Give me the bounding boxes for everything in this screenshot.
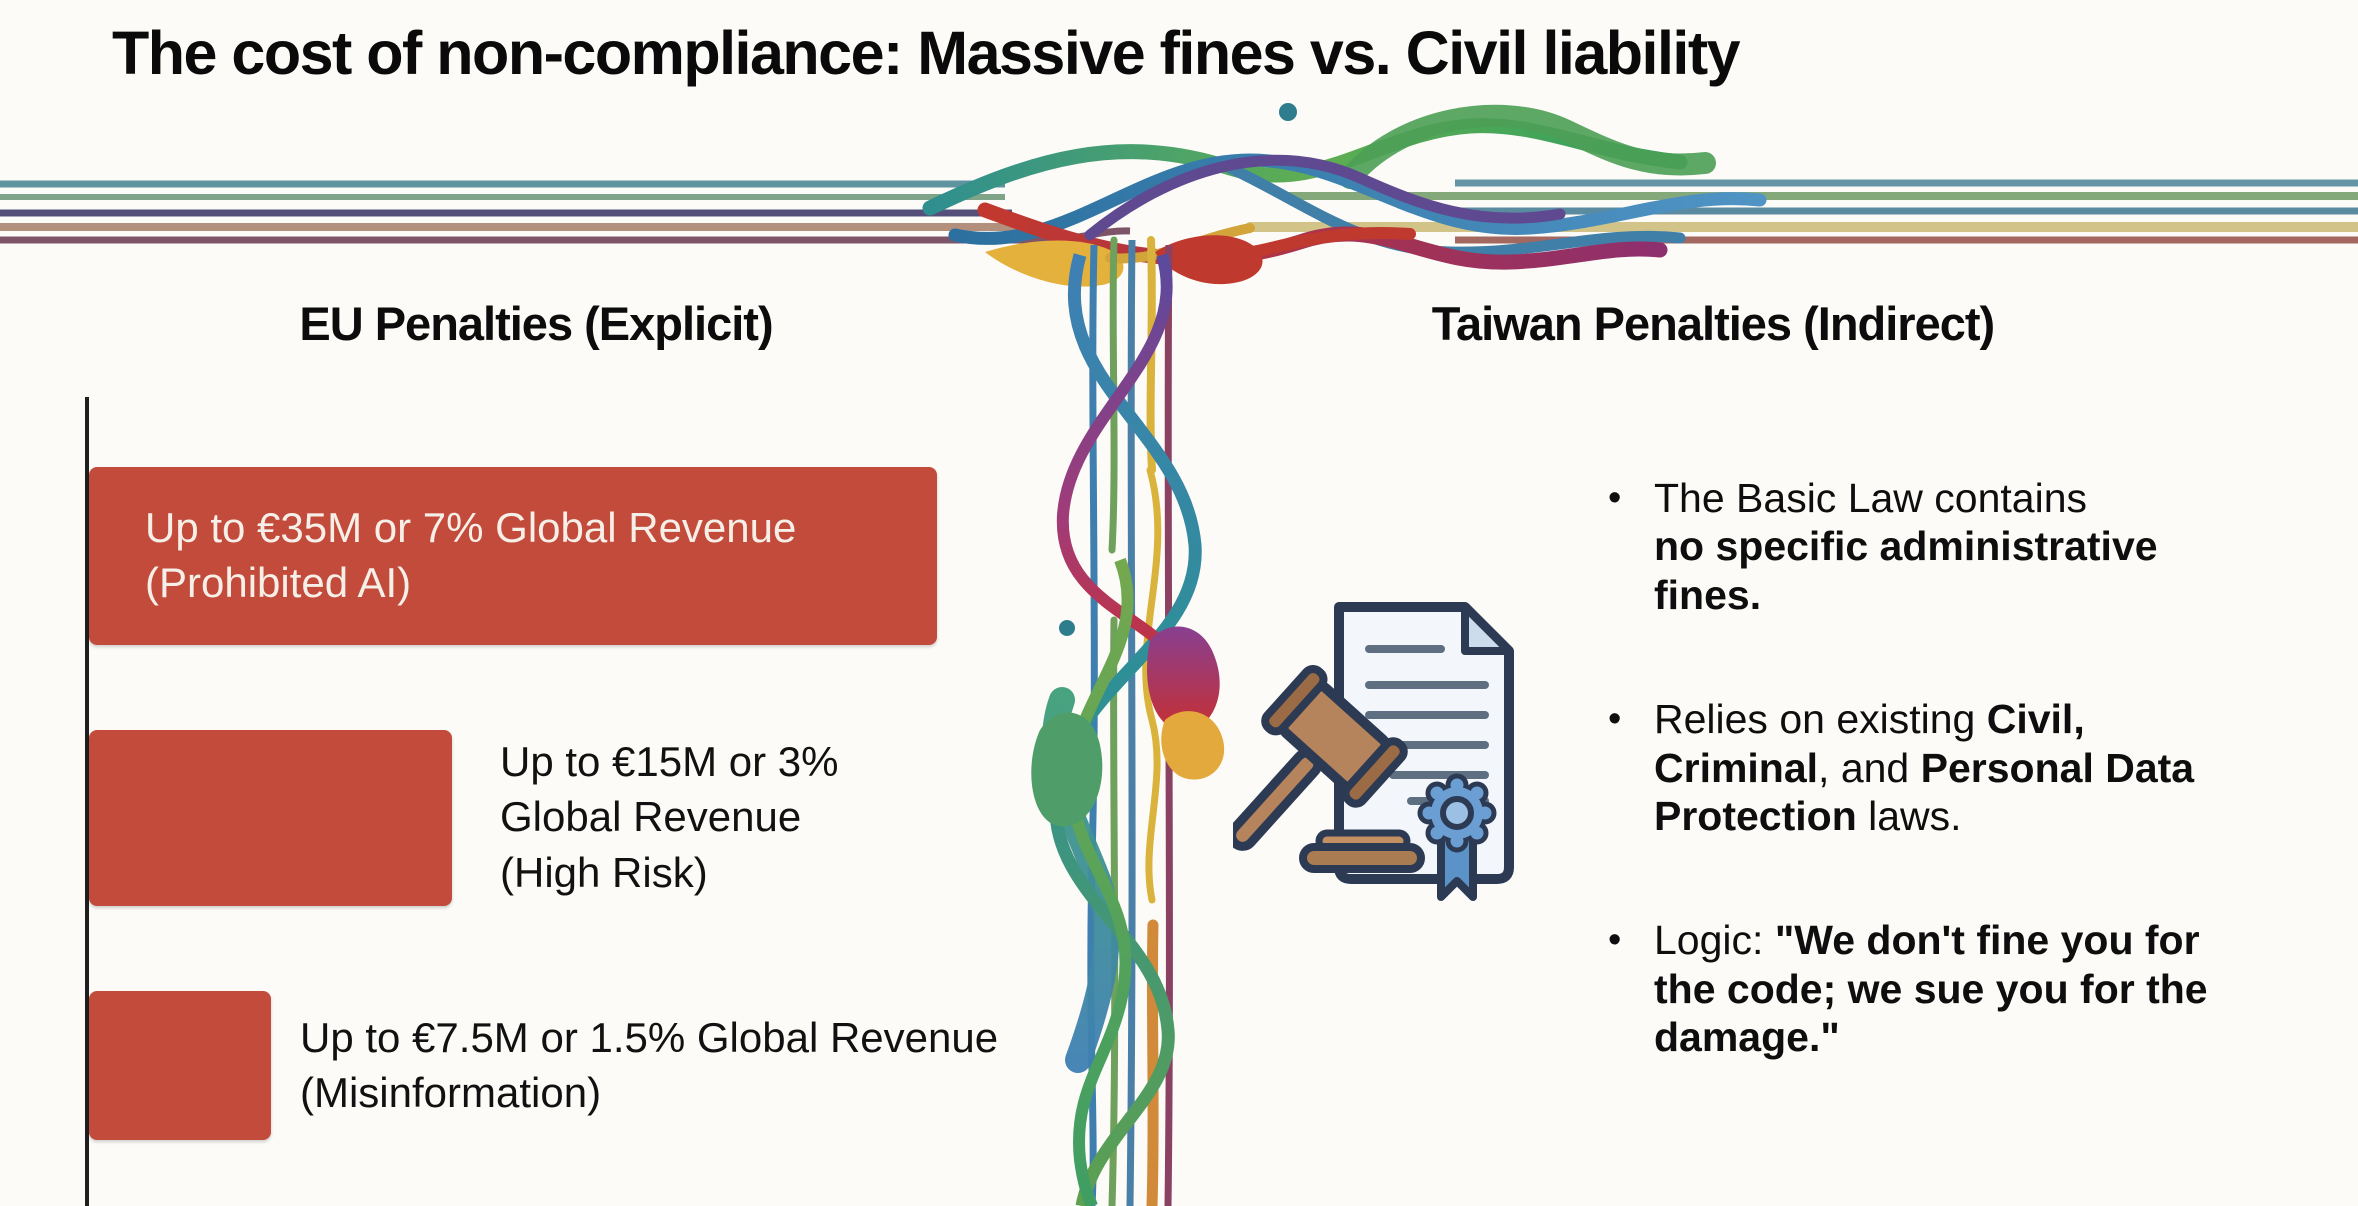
eu-penalties-header: EU Penalties (Explicit) [299, 297, 773, 350]
list-item: • Logic: "We don't fine you for the code… [1608, 916, 2258, 1061]
gavel-document-icon [1233, 602, 1514, 901]
taiwan-penalties-list: • The Basic Law contains no specific adm… [1608, 474, 2258, 1137]
bar-prohibited-ai: Up to €35M or 7% Global Revenue (Prohibi… [89, 467, 937, 645]
chart-y-axis [85, 397, 89, 1206]
list-item: • The Basic Law contains no specific adm… [1608, 474, 2258, 619]
bar-misinformation [89, 991, 271, 1140]
bullet-icon: • [1608, 698, 1622, 741]
bullet-icon: • [1608, 477, 1622, 519]
taiwan-penalties-header: Taiwan Penalties (Indirect) [1431, 297, 1995, 350]
bar-high-risk [89, 730, 452, 906]
bullet-text: The Basic Law contains no specific admin… [1654, 475, 2158, 618]
bullet-text: Logic: "We don't fine you for the code; … [1654, 917, 2208, 1060]
list-item: • Relies on existing Civil, Criminal, an… [1608, 695, 2258, 840]
bar-label: Up to €7.5M or 1.5% Global Revenue (Misi… [300, 1014, 999, 1117]
bar-label: Up to €15M or 3% Global Revenue (High Ri… [500, 738, 839, 896]
page-title: The cost of non-compliance: Massive fine… [112, 19, 1741, 87]
bar-label: Up to €35M or 7% Global Revenue (Prohibi… [145, 504, 797, 607]
bullet-icon: • [1608, 919, 1622, 962]
bullet-text: Relies on existing Civil, Criminal, and … [1654, 696, 2195, 839]
